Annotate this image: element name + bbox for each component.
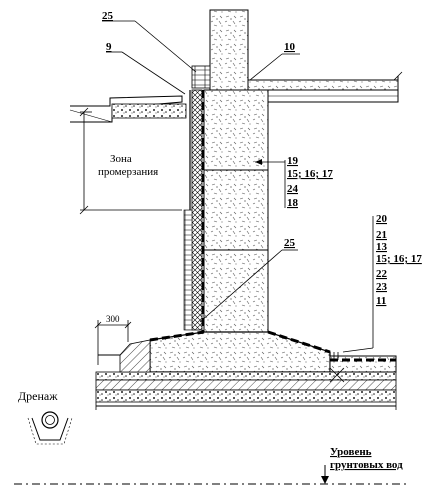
gravel-layer [95,389,397,403]
sand-layer-1 [95,371,397,381]
stack-right-4: 22 [376,268,388,280]
basement-floor [329,355,397,373]
footing [149,331,331,373]
drainage-label: Дренаж [18,389,58,403]
protective-brick [183,209,193,331]
stack-upper-0: 19 [287,155,299,167]
label-top-10: 10 [284,41,296,53]
clay-lock [119,339,151,373]
stack-upper-2: 24 [287,183,299,195]
stack-upper-3: 18 [287,197,299,209]
stack-right-2: 13 [376,241,388,253]
floor-slab [247,79,399,91]
label-top-9: 9 [106,41,112,53]
groundwater-label-2: грунтовых вод [330,459,403,471]
upper-wall-brick [191,65,211,89]
stack-right-5: 23 [376,281,388,293]
label-top-25: 25 [102,10,114,22]
stack-right-1: 21 [376,229,387,241]
drainage-pipe [27,411,73,445]
stack-right-6: 11 [376,295,386,307]
insulation-layer [191,89,203,331]
stack-upper-1: 15; 16; 17 [287,168,333,180]
foundation-block-1 [203,89,269,171]
sand-layer-2 [95,379,397,391]
blind-area [111,103,187,119]
freeze-zone-label-1: Зона [110,153,132,165]
label-mid-25: 25 [284,237,296,249]
upper-wall [209,9,249,91]
stack-right-0: 20 [376,213,388,225]
stack-right-3: 15; 16; 17 [376,253,422,265]
dim-300-label: 300 [106,314,120,324]
foundation-block-2 [203,169,269,251]
freeze-zone-label-2: промерзания [98,166,158,178]
groundwater-label-1: Уровень [330,446,372,458]
foundation-block-3 [203,249,269,336]
ground-surface [70,95,183,123]
